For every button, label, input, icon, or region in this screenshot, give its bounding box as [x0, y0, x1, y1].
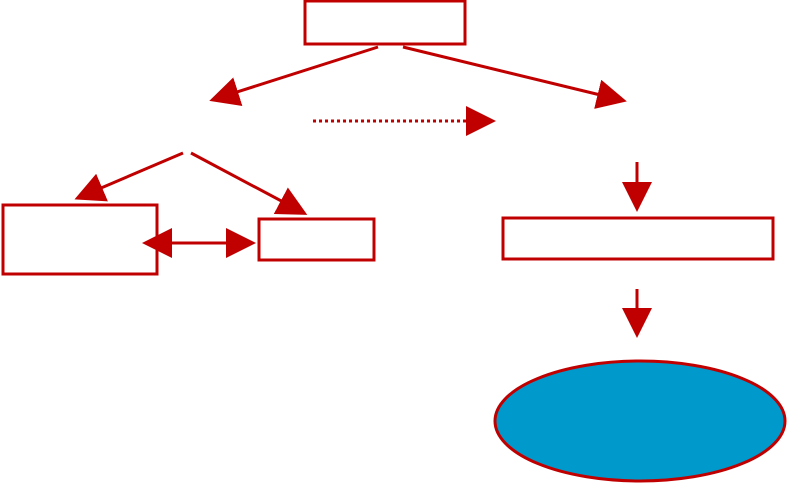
middle-box	[257, 217, 376, 262]
top-box	[303, 0, 467, 46]
right-wide-box	[501, 216, 775, 261]
arrow-split-to-left-box	[74, 151, 184, 202]
arrow-top-to-left-branch	[209, 45, 379, 106]
arrow-top-to-right-branch	[402, 45, 627, 109]
arrow-split-to-middle-box	[190, 151, 308, 215]
left-box	[1, 203, 159, 276]
bottom-ellipse	[493, 359, 787, 483]
